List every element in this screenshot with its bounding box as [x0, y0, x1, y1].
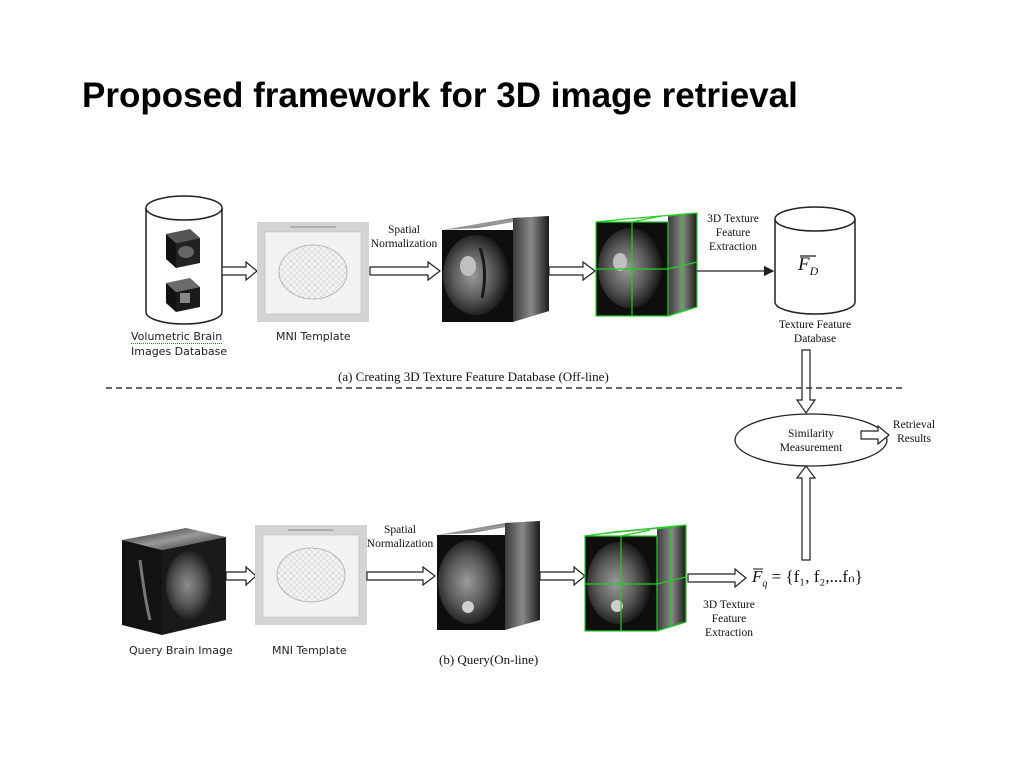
caption-online: (b) Query(On-line)	[439, 652, 539, 667]
brain-volume-cube	[437, 521, 540, 630]
volumetric-database-label: Volumetric Brain Images Database	[131, 330, 228, 358]
retrieval-results-label: Retrieval Results	[892, 419, 936, 445]
partitioned-brain-cube	[584, 524, 687, 632]
similarity-measurement-label: Similarity Measurement	[779, 428, 843, 454]
hollow-arrow-down	[795, 349, 817, 415]
hollow-arrow	[548, 260, 596, 282]
hollow-arrow	[860, 424, 890, 446]
volumetric-database-cylinder	[145, 195, 223, 325]
spatial-normalization-label-bottom: Spatial Normalization	[366, 524, 434, 550]
hollow-arrow-up	[795, 465, 817, 561]
mni-template-label-bottom: MNI Template	[272, 644, 347, 657]
query-brain-cube	[122, 528, 226, 635]
hollow-arrow	[369, 260, 441, 282]
texture-extraction-label-top: 3D Texture Feature Extraction	[707, 213, 759, 253]
texture-extraction-label-bottom: 3D Texture Feature Extraction	[703, 599, 755, 639]
partitioned-brain-cube	[595, 212, 698, 317]
hollow-arrow	[221, 260, 258, 282]
query-feature-formula: Fq = {f₁, f₂,...fₙ}	[752, 567, 863, 590]
mni-template-image	[255, 525, 367, 625]
query-brain-label: Query Brain Image	[129, 644, 233, 657]
hollow-arrow	[225, 565, 257, 587]
spatial-normalization-label-top: Spatial Normalization	[370, 224, 438, 250]
hollow-arrow	[539, 565, 586, 587]
caption-offline: (a) Creating 3D Texture Feature Database…	[338, 369, 609, 384]
feature-db-symbol: FD	[798, 254, 819, 278]
hollow-arrow	[366, 565, 436, 587]
mni-template-label-top: MNI Template	[276, 330, 351, 343]
brain-volume-cube	[442, 216, 549, 322]
mni-template-image	[257, 222, 369, 322]
slide-title: Proposed framework for 3D image retrieva…	[82, 76, 798, 115]
small-brain-cube-icon	[166, 278, 200, 312]
texture-database-label: Texture Feature Database	[778, 319, 852, 345]
hollow-arrow	[687, 567, 747, 589]
similarity-measurement-node	[734, 413, 888, 467]
texture-feature-database-cylinder	[774, 206, 856, 315]
small-brain-cube-icon	[166, 229, 200, 268]
